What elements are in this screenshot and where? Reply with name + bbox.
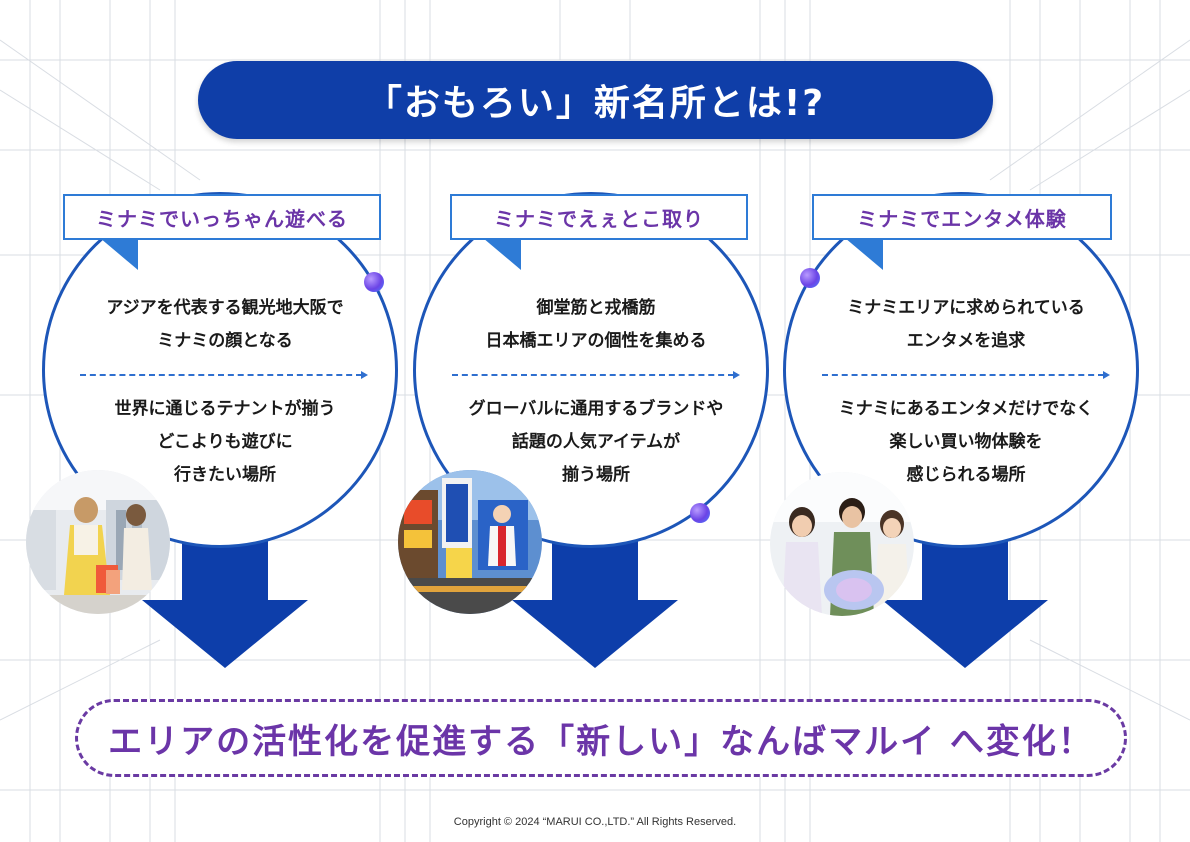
concept-1-top-text: アジアを代表する観光地大阪でミナミの顔となる — [106, 298, 344, 351]
accent-dot-2 — [690, 503, 710, 523]
divider-3 — [822, 374, 1104, 376]
concept-2-bottom-text: グローバルに通用するブランドや話題の人気アイテムが揃う場所 — [468, 399, 724, 485]
concept-2-top-text: 御堂筋と戎橋筋日本橋エリアの個性を集める — [485, 298, 707, 351]
down-arrow-1 — [142, 540, 308, 668]
accent-dot-3 — [800, 268, 820, 288]
label-tail-1 — [100, 238, 138, 270]
concept-label-1: ミナミでいっちゃん遊べる — [63, 194, 381, 240]
divider-arrowhead-2 — [733, 371, 740, 379]
concept-3-top-text: ミナミエリアに求められているエンタメを追求 — [847, 298, 1085, 351]
divider-arrowhead-3 — [1103, 371, 1110, 379]
divider-1 — [80, 374, 362, 376]
concept-1-bottom-text: 世界に通じるテナントが揃うどこよりも遊びに行きたい場所 — [114, 399, 336, 485]
page-title: 「おもろい」新名所とは!? — [198, 61, 993, 139]
down-arrow-3 — [882, 540, 1048, 668]
conclusion-banner: エリアの活性化を促進する「新しい」なんばマルイ へ変化！ — [75, 699, 1127, 777]
label-tail-2 — [483, 238, 521, 270]
label-tail-3 — [845, 238, 883, 270]
shopping-photo — [26, 470, 170, 614]
concept-label-2: ミナミでえぇとこ取り — [450, 194, 748, 240]
divider-2 — [452, 374, 734, 376]
down-arrow-2 — [512, 540, 678, 668]
divider-arrowhead-1 — [361, 371, 368, 379]
concept-3-bottom-text: ミナミにあるエンタメだけでなく楽しい買い物体験を感じられる場所 — [838, 399, 1094, 485]
copyright-text: Copyright © 2024 “MARUI CO.,LTD.” All Ri… — [453, 816, 737, 828]
friends-photo — [770, 472, 914, 616]
concept-label-3: ミナミでエンタメ体験 — [812, 194, 1112, 240]
dotonbori-photo — [398, 470, 542, 614]
accent-dot-1 — [364, 272, 384, 292]
